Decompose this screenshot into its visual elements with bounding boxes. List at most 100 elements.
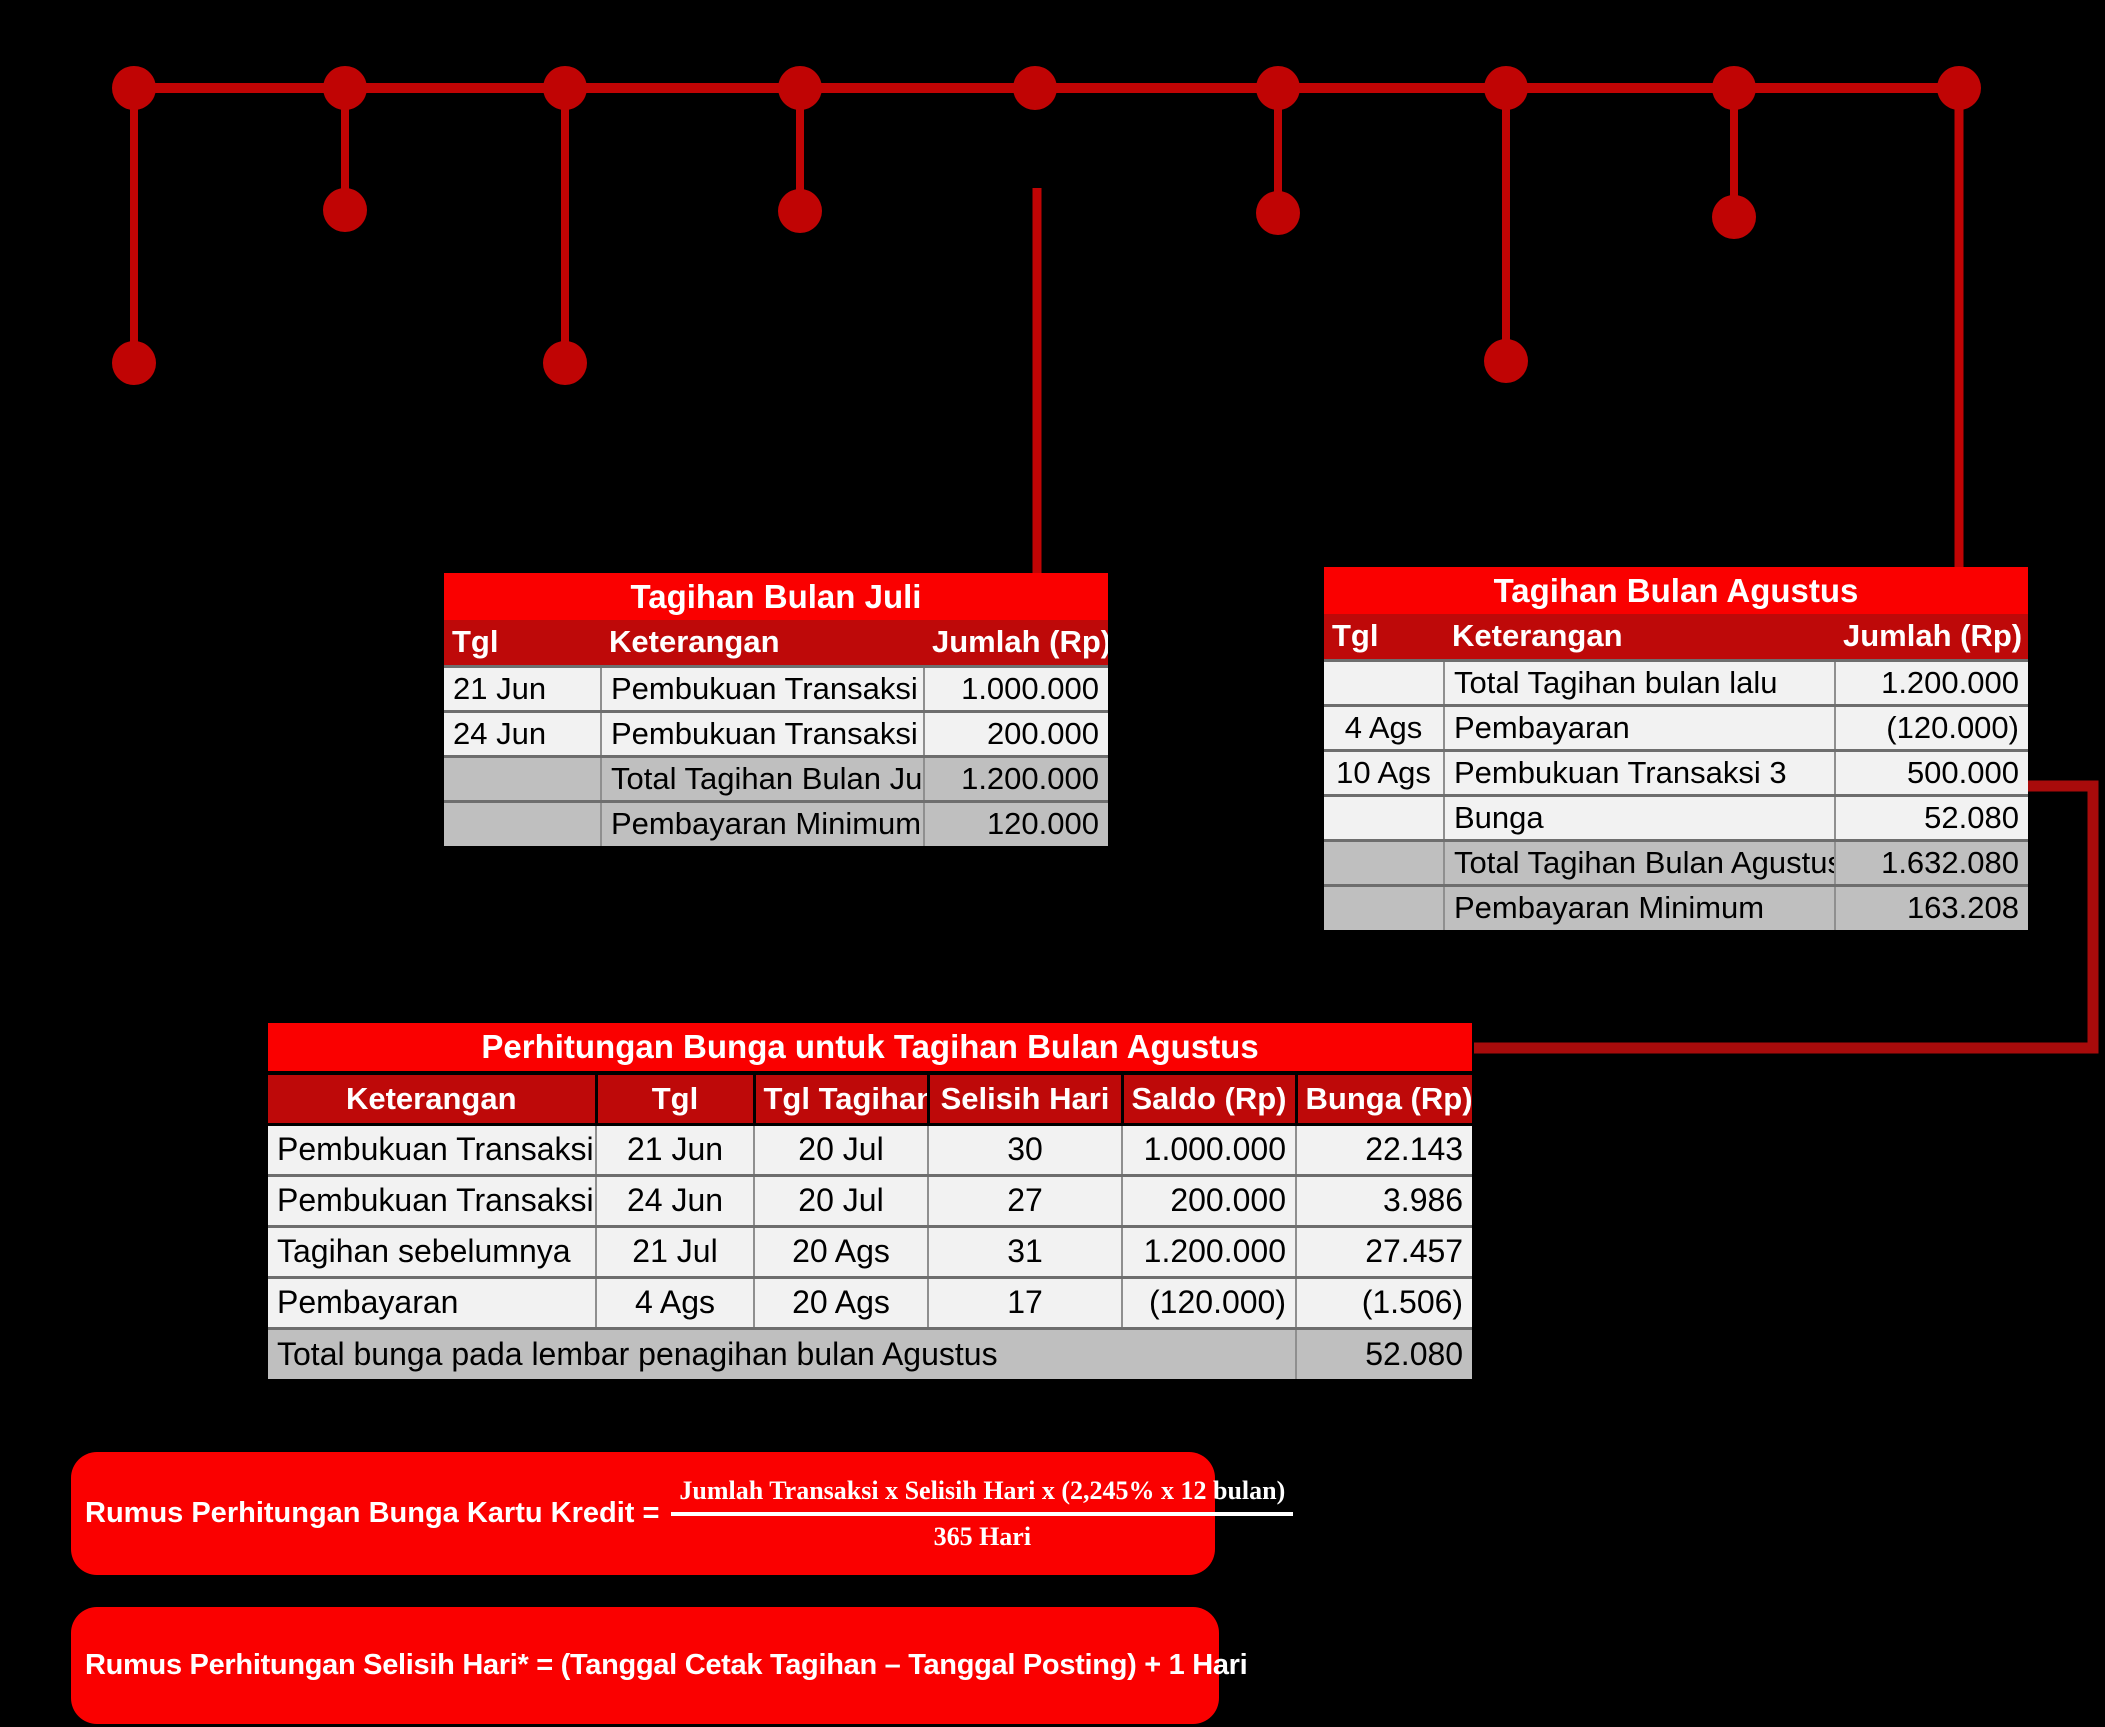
cell-keterangan: Pembayaran bbox=[268, 1275, 596, 1328]
cell-tgl: 24 Jun bbox=[444, 709, 601, 756]
total-label: Total bunga pada lembar penagihan bulan … bbox=[268, 1326, 1296, 1379]
timeline-event-dot bbox=[1256, 191, 1300, 235]
table-row: Bunga 52.080 bbox=[1324, 793, 2028, 840]
column-header: Keterangan bbox=[601, 620, 924, 666]
cell-tgl bbox=[1324, 658, 1444, 705]
cell-tgl bbox=[1324, 838, 1444, 885]
timeline-node bbox=[1712, 66, 1756, 110]
cell-saldo: 1.200.000 bbox=[1121, 1224, 1296, 1277]
table-title: Tagihan Bulan Juli bbox=[444, 573, 1108, 620]
cell-bunga: 22.143 bbox=[1294, 1122, 1473, 1175]
cell-tgl: 21 Jun bbox=[595, 1122, 754, 1175]
table-row: Total Tagihan Bulan Agustus 1.632.080 bbox=[1324, 838, 2028, 885]
timeline-event-dot bbox=[1712, 195, 1756, 239]
formula-bunga-denominator: 365 Hari bbox=[933, 1521, 1032, 1551]
cell-jumlah: 1.200.000 bbox=[1834, 658, 2028, 705]
cell-jumlah: 1.000.000 bbox=[923, 664, 1108, 711]
table-row: Pembayaran Minimum 120.000 bbox=[444, 799, 1108, 846]
cell-tgl: 24 Jun bbox=[595, 1173, 754, 1226]
table-title: Perhitungan Bunga untuk Tagihan Bulan Ag… bbox=[268, 1023, 1473, 1073]
cell-selisih-hari: 30 bbox=[927, 1122, 1122, 1175]
cell-tgl: 10 Ags bbox=[1324, 748, 1444, 795]
tagihan-agustus-table: Tagihan Bulan Agustus Tgl Keterangan Jum… bbox=[1324, 567, 2028, 930]
formula-bunga-numerator: Jumlah Transaksi x Selisih Hari x (2,245… bbox=[671, 1476, 1294, 1516]
column-header: Tgl Tagihan bbox=[752, 1071, 928, 1126]
formula-bunga-fraction: Jumlah Transaksi x Selisih Hari x (2,245… bbox=[671, 1476, 1294, 1552]
timeline-node bbox=[1256, 66, 1300, 110]
column-header: Keterangan bbox=[1444, 614, 1835, 660]
cell-selisih-hari: 17 bbox=[927, 1275, 1122, 1328]
column-header: Tgl bbox=[1324, 614, 1444, 660]
cell-bunga: 3.986 bbox=[1294, 1173, 1473, 1226]
table-row: Total Tagihan Bulan Juli 1.200.000 bbox=[444, 754, 1108, 801]
cell-tgl bbox=[444, 799, 601, 846]
cell-keterangan: Pembukuan Transaksi 1 bbox=[268, 1122, 596, 1175]
column-header: Tgl bbox=[594, 1071, 754, 1126]
table-title-row: Tagihan Bulan Agustus bbox=[1324, 567, 2028, 614]
table-row: 4 Ags Pembayaran (120.000) bbox=[1324, 703, 2028, 750]
cell-selisih-hari: 27 bbox=[927, 1173, 1122, 1226]
timeline-event-dot bbox=[778, 189, 822, 233]
total-value: 52.080 bbox=[1294, 1326, 1473, 1379]
cell-bunga: 27.457 bbox=[1294, 1224, 1473, 1277]
table-row: 10 Ags Pembukuan Transaksi 3 500.000 bbox=[1324, 748, 2028, 795]
table-title-row: Perhitungan Bunga untuk Tagihan Bulan Ag… bbox=[268, 1023, 1473, 1073]
table-row: 24 Jun Pembukuan Transaksi 2 200.000 bbox=[444, 709, 1108, 756]
cell-jumlah: 1.632.080 bbox=[1834, 838, 2028, 885]
cell-tgl-tagihan: 20 Ags bbox=[753, 1275, 928, 1328]
timeline-event-dot bbox=[543, 341, 587, 385]
formula-bunga-box: Rumus Perhitungan Bunga Kartu Kredit = J… bbox=[71, 1452, 1294, 1575]
cell-keterangan: Pembukuan Transaksi 2 bbox=[268, 1173, 596, 1226]
column-header: Jumlah (Rp) bbox=[1835, 614, 2028, 660]
table-total-row: Total bunga pada lembar penagihan bulan … bbox=[268, 1326, 1473, 1379]
timeline-node bbox=[543, 66, 587, 110]
cell-saldo: (120.000) bbox=[1121, 1275, 1296, 1328]
cell-keterangan: Pembayaran bbox=[1443, 703, 1835, 750]
cell-jumlah: (120.000) bbox=[1834, 703, 2028, 750]
table-row: Pembukuan Transaksi 2 24 Jun 20 Jul 27 2… bbox=[268, 1173, 1473, 1226]
table-header-row: Tgl Keterangan Jumlah (Rp) bbox=[1324, 614, 2028, 660]
table-row: Total Tagihan bulan lalu 1.200.000 bbox=[1324, 658, 2028, 705]
cell-jumlah: 52.080 bbox=[1834, 793, 2028, 840]
cell-keterangan: Pembayaran Minimum bbox=[1443, 883, 1835, 930]
cell-keterangan: Bunga bbox=[1443, 793, 1835, 840]
cell-jumlah: 120.000 bbox=[923, 799, 1108, 846]
timeline-event-dot bbox=[323, 188, 367, 232]
cell-keterangan: Pembayaran Minimum bbox=[600, 799, 924, 846]
timeline-node bbox=[1937, 66, 1981, 110]
column-header: Keterangan bbox=[268, 1071, 596, 1126]
cell-tgl-tagihan: 20 Jul bbox=[753, 1173, 928, 1226]
column-header: Selisih Hari bbox=[926, 1071, 1122, 1126]
cell-keterangan: Total Tagihan Bulan Juli bbox=[600, 754, 924, 801]
column-header: Bunga (Rp) bbox=[1294, 1071, 1473, 1126]
cell-tgl bbox=[1324, 793, 1444, 840]
cell-keterangan: Pembukuan Transaksi 1 bbox=[600, 664, 924, 711]
cell-tgl: 21 Jul bbox=[595, 1224, 754, 1277]
table-row: Pembayaran Minimum 163.208 bbox=[1324, 883, 2028, 930]
table-header-row: Keterangan Tgl Tgl Tagihan Selisih Hari … bbox=[268, 1071, 1473, 1126]
timeline-event-dot bbox=[1484, 339, 1528, 383]
cell-tgl: 4 Ags bbox=[595, 1275, 754, 1328]
formula-selisih-label: Rumus Perhitungan Selisih Hari* = (Tangg… bbox=[85, 1649, 1248, 1681]
cell-tgl-tagihan: 20 Ags bbox=[753, 1224, 928, 1277]
cell-selisih-hari: 31 bbox=[927, 1224, 1122, 1277]
cell-tgl: 21 Jun bbox=[444, 664, 601, 711]
cell-keterangan: Tagihan sebelumnya bbox=[268, 1224, 596, 1277]
cell-tgl: 4 Ags bbox=[1324, 703, 1444, 750]
timeline-node bbox=[112, 66, 156, 110]
table-row: 21 Jun Pembukuan Transaksi 1 1.000.000 bbox=[444, 664, 1108, 711]
timeline-node bbox=[778, 66, 822, 110]
cell-tgl-tagihan: 20 Jul bbox=[753, 1122, 928, 1175]
timeline-node bbox=[1484, 66, 1528, 110]
cell-keterangan: Total Tagihan bulan lalu bbox=[1443, 658, 1835, 705]
formula-selisih-box: Rumus Perhitungan Selisih Hari* = (Tangg… bbox=[71, 1607, 1248, 1724]
table-row: Pembukuan Transaksi 1 21 Jun 20 Jul 30 1… bbox=[268, 1122, 1473, 1175]
cell-jumlah: 500.000 bbox=[1834, 748, 2028, 795]
cell-tgl bbox=[444, 754, 601, 801]
formula-bunga-label: Rumus Perhitungan Bunga Kartu Kredit = bbox=[85, 1497, 660, 1529]
timeline-node bbox=[323, 66, 367, 110]
table-header-row: Tgl Keterangan Jumlah (Rp) bbox=[444, 620, 1108, 666]
column-header: Jumlah (Rp) bbox=[924, 620, 1108, 666]
